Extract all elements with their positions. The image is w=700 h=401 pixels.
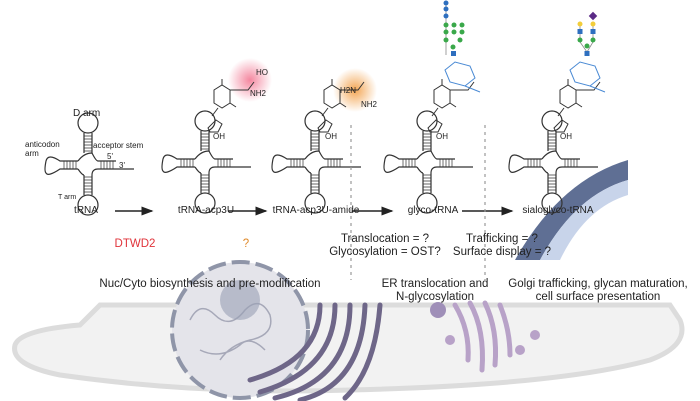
stage-label-sialoglyco-trna: sialoglyco-tRNA	[522, 205, 594, 216]
phase-nuc-cyto: Nuc/Cyto biosynthesis and pre-modificati…	[99, 278, 321, 290]
glcnac-ring-glyco	[444, 61, 481, 93]
phase-golgi-line2: cell surface presentation	[535, 291, 661, 303]
stage-label-glyco-trna: glyco-tRNA	[407, 205, 459, 216]
translocation-text: Translocation = ?	[340, 233, 430, 245]
enzyme-dtwd2: DTWD2	[114, 238, 156, 250]
endoplasmic-reticulum	[247, 302, 383, 401]
d-arm-label: D arm	[73, 108, 101, 119]
anticodon-arm-label: anticodon	[25, 140, 60, 149]
membrane-inner-leaflet	[540, 180, 628, 260]
high-mannose-glycan	[443, 0, 465, 56]
glycosylation-text: Glycosylation = OST?	[329, 246, 441, 258]
nucleus	[170, 260, 310, 400]
trna-acp3u-structure	[161, 110, 252, 214]
cell-membrane	[515, 160, 628, 260]
cell-illustration	[12, 260, 685, 401]
trafficking-text: Trafficking = ?	[466, 233, 538, 245]
oh-label: OH	[436, 132, 448, 141]
h2n-label: H2N	[340, 86, 357, 95]
surface-display-text: Surface display = ?	[452, 246, 552, 258]
ho-label: HO	[256, 68, 268, 77]
glyco-trna-structure	[383, 110, 474, 214]
nh2-label: NH2	[361, 100, 378, 109]
five-prime-label: 5'	[107, 152, 113, 161]
oh-label: OH	[560, 132, 572, 141]
golgi-apparatus	[430, 300, 540, 373]
oh-label: OH	[213, 132, 225, 141]
acp-highlight-glow	[228, 58, 272, 102]
phase-er-line2: N-glycosylation	[396, 291, 474, 303]
glcnac-ring-sialo	[569, 61, 606, 93]
phase-er-line1: ER translocation and	[381, 278, 489, 290]
anticodon-arm-label-2: arm	[25, 149, 39, 158]
trna-acp3u-amide-structure	[271, 110, 362, 214]
sialylated-glycan	[577, 11, 598, 56]
nh2-label: NH2	[250, 89, 267, 98]
enzyme-unknown: ?	[242, 238, 250, 250]
phase-golgi-line1: Golgi trafficking, glycan maturation,	[508, 278, 688, 290]
stage-label-trna-acp3u: tRNA-acp3U	[177, 205, 235, 216]
stage-label-trna-acp3u-amide: tRNA-acp3U-amide	[272, 205, 360, 216]
stage-label-trna: tRNA	[74, 205, 98, 216]
acceptor-stem-label: acceptor stem	[93, 141, 144, 150]
three-prime-label: 3'	[119, 161, 125, 170]
t-arm-label: T arm	[58, 194, 77, 201]
oh-label: OH	[325, 132, 337, 141]
